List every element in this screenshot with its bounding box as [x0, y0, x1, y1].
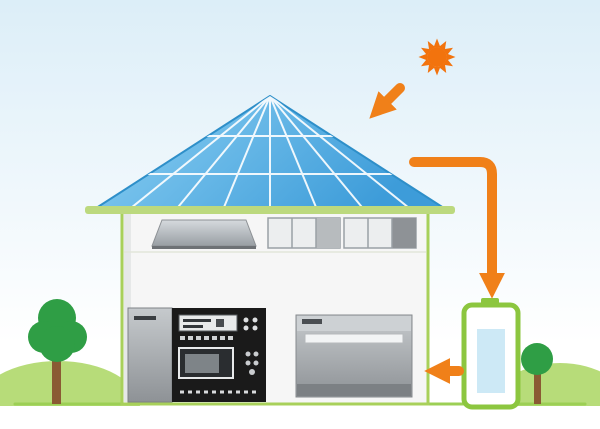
- right-tree-canopy: [521, 343, 553, 375]
- sun-core: [427, 47, 447, 67]
- kitchen-appliances: [127, 307, 413, 403]
- battery-charge-level: [477, 329, 505, 393]
- range-hood: [151, 219, 257, 247]
- dishwasher-top-band: [297, 316, 411, 331]
- microwave: [178, 347, 234, 379]
- control-display: [178, 314, 238, 332]
- energy-flow-arrows: [369, 83, 505, 384]
- roof-eave: [85, 206, 455, 214]
- sun-rays: [418, 38, 456, 76]
- upstairs-window-1: [267, 217, 341, 249]
- range-hood-underside: [152, 246, 256, 249]
- window-pane-dark: [316, 218, 340, 248]
- right-tree: [521, 343, 553, 404]
- left-tree-canopy: [28, 299, 87, 362]
- control-buttons: [243, 317, 258, 331]
- dishwasher-handle-slot: [304, 333, 404, 344]
- window-pane-darkest: [392, 218, 416, 248]
- stove-side-panel: [127, 307, 173, 403]
- arrow-roof-to-battery: [409, 157, 505, 299]
- stove-unit: [127, 307, 266, 403]
- dishwasher-control: [302, 319, 322, 324]
- solar-panel-roof: [85, 95, 455, 214]
- sun-icon: [418, 38, 456, 76]
- upstairs-band: [151, 217, 417, 249]
- left-tree: [28, 299, 87, 404]
- microwave-dial-buttons: [245, 351, 259, 375]
- foreground-mask: [0, 406, 600, 429]
- left-tree-trunk: [52, 350, 61, 404]
- stove-side-handle: [134, 316, 156, 320]
- arrow-sun-to-roof: [369, 83, 405, 119]
- dishwasher: [295, 314, 413, 398]
- upstairs-window-2: [343, 217, 417, 249]
- right-tree-trunk: [534, 372, 541, 404]
- microwave-window: [185, 354, 219, 373]
- dishwasher-base-shade: [297, 384, 411, 396]
- storage-battery: [461, 298, 521, 410]
- house: [120, 210, 430, 406]
